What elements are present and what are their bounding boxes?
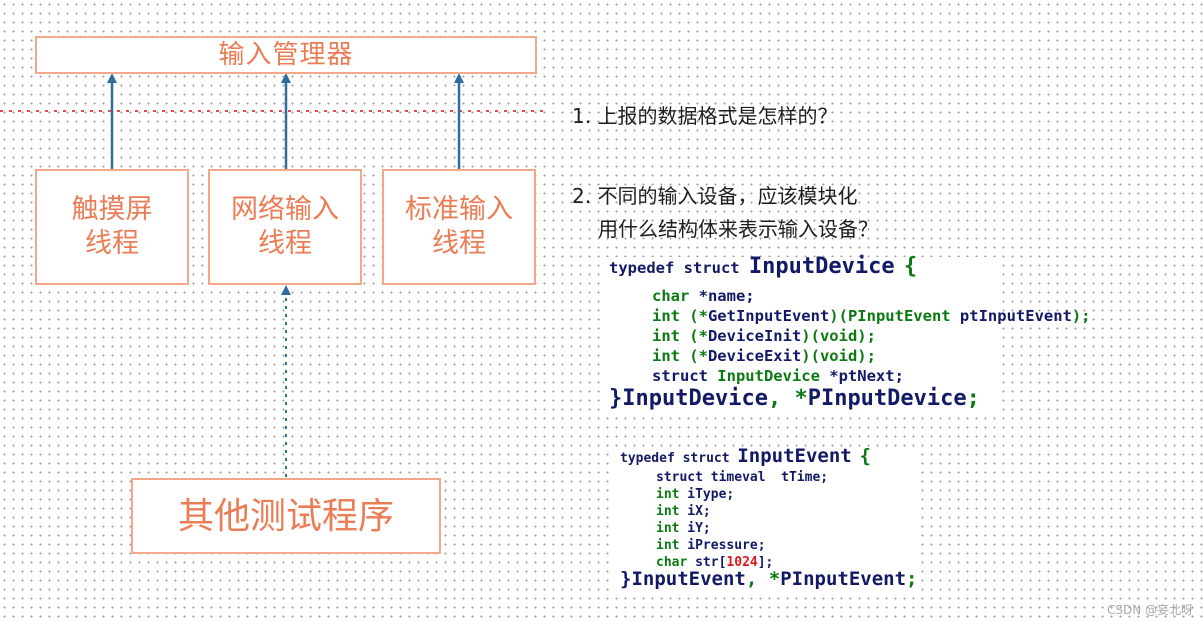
code-token: DeviceInit bbox=[707, 327, 802, 345]
code-token: (* bbox=[689, 327, 708, 345]
question-2-line-2: 用什么结构体来表示输入设备？ bbox=[598, 217, 878, 241]
code-token: struct bbox=[652, 367, 708, 385]
touchscreen-thread-box: 触摸屏 线程 bbox=[35, 169, 189, 285]
code-line: }InputEvent, *PInputEvent; bbox=[620, 568, 918, 590]
code-token: int bbox=[652, 327, 680, 345]
code-token: char bbox=[652, 287, 690, 305]
code-line: int (*DeviceExit)(void); bbox=[652, 346, 876, 366]
test-program-label: 其他测试程序 bbox=[177, 495, 394, 537]
code-line: int iY; bbox=[656, 520, 711, 537]
code-token: PInputEvent bbox=[780, 568, 907, 590]
code-token: { bbox=[859, 445, 871, 467]
code-token: struct bbox=[683, 259, 740, 277]
watermark: CSDN @妄北呀 bbox=[1106, 603, 1193, 617]
code-token: typedef bbox=[620, 451, 675, 466]
code-line: struct InputDevice *ptNext; bbox=[652, 366, 904, 386]
code-token: } bbox=[609, 386, 623, 411]
code-line: int iX; bbox=[656, 503, 711, 520]
code-token: char bbox=[656, 555, 688, 570]
code-token: void bbox=[819, 347, 858, 365]
code-token: int bbox=[652, 307, 680, 325]
code-token: )( bbox=[829, 307, 848, 325]
code-token: iPressure; bbox=[687, 538, 766, 553]
code-line: struct timeval tTime; bbox=[656, 469, 828, 486]
code-token: int bbox=[656, 538, 680, 553]
network-input-thread-label: 网络输入 线程 bbox=[231, 194, 339, 259]
code-token: typedef bbox=[609, 259, 675, 277]
code-token: int bbox=[656, 487, 680, 502]
code-token: ptInputEvent bbox=[959, 307, 1072, 325]
stdin-thread-label: 标准输入 线程 bbox=[405, 194, 513, 259]
stdin-thread-box: 标准输入 线程 bbox=[382, 169, 536, 285]
network-input-thread-box: 网络输入 线程 bbox=[208, 169, 362, 285]
code-token: ; bbox=[966, 386, 980, 411]
code-token: GetInputEvent bbox=[707, 307, 830, 325]
code-line: int iType; bbox=[656, 486, 734, 503]
code-token: *name; bbox=[698, 287, 755, 305]
code-line: typedef struct InputEvent { bbox=[620, 445, 871, 467]
code-token: iY; bbox=[687, 521, 711, 536]
code-token: str[ bbox=[695, 555, 727, 570]
code-token: int bbox=[652, 347, 680, 365]
code-token: struct bbox=[656, 470, 703, 485]
code-line: char str[1024]; bbox=[656, 554, 773, 571]
code-line: }InputDevice, *PInputDevice; bbox=[609, 386, 980, 411]
code-token: 1024 bbox=[726, 555, 758, 570]
code-token: int bbox=[656, 504, 680, 519]
code-token: } bbox=[620, 568, 632, 590]
code-token: int bbox=[656, 521, 680, 536]
code-token: )( bbox=[801, 347, 820, 365]
code-token: tTime; bbox=[781, 470, 829, 485]
code-token: struct bbox=[682, 451, 730, 466]
code-token: * bbox=[768, 568, 781, 590]
code-token: InputDevice bbox=[622, 386, 768, 411]
code-token: InputDevice bbox=[717, 367, 820, 385]
test-program-box: 其他测试程序 bbox=[131, 478, 441, 554]
code-token: ); bbox=[857, 327, 876, 345]
code-token: ]; bbox=[757, 555, 774, 570]
code-line: typedef struct InputDevice { bbox=[609, 254, 918, 279]
code-token: (* bbox=[689, 347, 708, 365]
code-token: iType; bbox=[687, 487, 735, 502]
code-token: timeval bbox=[710, 470, 766, 485]
code-line: int (*GetInputEvent)(PInputEvent ptInputEv… bbox=[652, 306, 1091, 326]
code-token: ); bbox=[857, 347, 876, 365]
code-token: , bbox=[745, 568, 769, 590]
code-token: DeviceExit bbox=[707, 347, 802, 365]
input-manager-label: 输入管理器 bbox=[218, 39, 354, 70]
code-token: * bbox=[794, 386, 808, 411]
question-1: 1. 上报的数据格式是怎样的？ bbox=[572, 104, 838, 128]
code-line: int (*DeviceInit)(void); bbox=[652, 326, 876, 346]
code-token: *ptNext; bbox=[829, 367, 904, 385]
code-line: char *name; bbox=[652, 286, 755, 306]
touchscreen-thread-label: 触摸屏 线程 bbox=[71, 194, 153, 259]
code-token: ; bbox=[906, 568, 918, 590]
code-token: { bbox=[903, 254, 918, 279]
code-token: InputEvent bbox=[631, 568, 746, 590]
code-line: int iPressure; bbox=[656, 537, 766, 554]
code-token: , bbox=[767, 386, 795, 411]
code-token: InputEvent bbox=[737, 445, 852, 467]
code-token: PInputDevice bbox=[807, 386, 967, 411]
code-token: PInputEvent bbox=[847, 307, 951, 325]
code-token: void bbox=[819, 327, 858, 345]
code-token: (* bbox=[689, 307, 708, 325]
code-token: ); bbox=[1071, 307, 1091, 325]
input-manager-box: 输入管理器 bbox=[35, 36, 537, 74]
question-2-line-1: 2. 不同的输入设备，应该模块化 bbox=[572, 184, 858, 208]
code-token: InputDevice bbox=[748, 254, 895, 279]
code-token: )( bbox=[801, 327, 820, 345]
code-token: iX; bbox=[687, 504, 711, 519]
